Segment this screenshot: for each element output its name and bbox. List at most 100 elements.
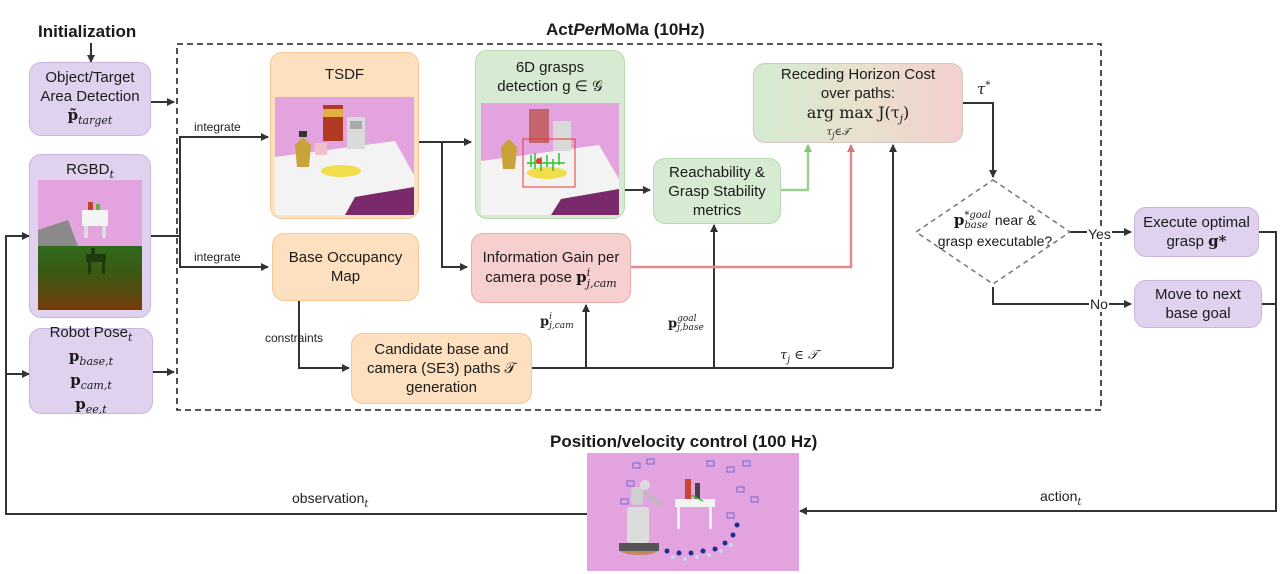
tau-star-sup: * bbox=[985, 80, 991, 91]
info-gain-line1: Information Gain per bbox=[482, 248, 620, 266]
control-sim-image bbox=[587, 453, 799, 571]
cost-formula: arg max J(τj) bbox=[807, 103, 910, 128]
p-base-sub: j,base bbox=[677, 323, 704, 333]
edge-rgbd-to-tsdf bbox=[150, 133, 269, 237]
title-pre: Act bbox=[546, 20, 574, 39]
move-box: Move to next base goal bbox=[1134, 280, 1262, 328]
info-gain-sub: j,cam bbox=[586, 276, 617, 290]
execute-line2-wrap: grasp g* bbox=[1166, 232, 1226, 251]
candidate-line1: Candidate base and bbox=[374, 341, 509, 358]
decision-line2: grasp executable? bbox=[937, 233, 1053, 250]
candidate-line2: camera (SE3) paths 𝒯 bbox=[366, 360, 517, 377]
initialization-title: Initialization bbox=[38, 22, 137, 41]
robot-pose-sub: t bbox=[127, 331, 133, 344]
rgbd-text: RGBD bbox=[66, 161, 110, 178]
cost-box: Receding Horizon Cost over paths: arg ma… bbox=[753, 63, 963, 143]
reach-line3: metrics bbox=[692, 201, 742, 219]
p-cam-sup: i bbox=[549, 312, 552, 322]
decision-sup: *goal bbox=[964, 210, 991, 222]
rgb-image bbox=[38, 180, 142, 246]
grasps-image bbox=[481, 103, 619, 215]
yes-label: Yes bbox=[1087, 226, 1112, 242]
edge-decision-no bbox=[992, 287, 1132, 308]
depth-image bbox=[38, 246, 142, 310]
pose-cam-sub: cam,t bbox=[80, 379, 112, 392]
robot-pose-label: Robot Poset bbox=[50, 323, 133, 347]
execute-line1: Execute optimal bbox=[1143, 214, 1250, 231]
title-italic: Per bbox=[573, 20, 601, 39]
rgbd-label: RGBDt bbox=[66, 160, 114, 184]
p-base-math: p bbox=[668, 316, 678, 332]
control-title: Position/velocity control (100 Hz) bbox=[550, 432, 818, 451]
constraints-label: constraints bbox=[265, 331, 324, 345]
tau-star-tau: τ bbox=[977, 80, 986, 98]
cost-math-end: ) bbox=[903, 102, 910, 122]
p-base-sup: goal bbox=[677, 314, 697, 324]
detection-box: Object/Target Area Detection p̃target bbox=[29, 62, 151, 136]
detection-formula: p̃target bbox=[68, 106, 113, 130]
tsdf-box: TSDF bbox=[270, 52, 419, 219]
observation-text: observation bbox=[292, 490, 365, 506]
depth-scene bbox=[86, 248, 106, 274]
detection-math: p̃ bbox=[67, 106, 79, 124]
rgb-scene bbox=[38, 202, 108, 246]
decision-math: p bbox=[953, 211, 965, 229]
edge-tsdf-to-infogain bbox=[418, 141, 468, 271]
grasps-line2: detection g ∈ 𝒢 bbox=[497, 78, 603, 95]
robot-pose-text: Robot Pose bbox=[49, 324, 128, 341]
execute-math: g* bbox=[1208, 232, 1227, 250]
execute-line2: grasp bbox=[1166, 233, 1204, 250]
tau-path-label: τj ∈ 𝒯 bbox=[780, 348, 818, 366]
candidate-line3: generation bbox=[406, 379, 477, 396]
edge-occupancy-to-candidate bbox=[298, 300, 350, 372]
reachability-box: Reachability & Grasp Stability metrics bbox=[653, 158, 781, 224]
candidate-box: Candidate base and camera (SE3) paths 𝒯 … bbox=[351, 333, 532, 404]
p-cam-sub: j,cam bbox=[549, 321, 574, 331]
rgbd-sub: t bbox=[109, 168, 114, 181]
pose-base: pbase,t bbox=[69, 347, 113, 371]
pose-ee: pee,t bbox=[75, 395, 106, 419]
info-gain-sup: i bbox=[586, 265, 591, 279]
move-line1: Move to next bbox=[1155, 286, 1241, 303]
rgbd-box: RGBDt bbox=[29, 154, 151, 318]
info-gain-line2: camera pose bbox=[485, 268, 572, 286]
edge-infogain-to-cost bbox=[631, 144, 855, 269]
edge-execute-to-action bbox=[799, 231, 1277, 515]
pose-ee-sub: ee,t bbox=[85, 403, 107, 416]
cost-under-tau: τ bbox=[826, 127, 832, 139]
integrate-label-top: integrate bbox=[194, 120, 241, 134]
detection-line1: Object/Target bbox=[45, 69, 135, 86]
cost-math-sub: j bbox=[899, 112, 903, 126]
tsdf-label: TSDF bbox=[324, 66, 365, 83]
pose-cam: pcam,t bbox=[70, 371, 112, 395]
observation-sub: t bbox=[364, 498, 369, 510]
occupancy-line1: Base Occupancy bbox=[288, 249, 403, 266]
reach-line1: Reachability & bbox=[669, 163, 765, 181]
pose-cam-math: p bbox=[70, 371, 81, 389]
tau-path-tau: τ bbox=[780, 348, 788, 363]
occupancy-line2: Map bbox=[330, 268, 361, 285]
pose-base-math: p bbox=[68, 347, 80, 365]
robot-pose-box: Robot Poset pbase,t pcam,t pee,t bbox=[29, 324, 153, 416]
grasps-scene bbox=[481, 109, 619, 215]
integrate-label-bottom: integrate bbox=[194, 250, 241, 264]
tau-star-label: τ* bbox=[977, 80, 990, 98]
execute-box: Execute optimal grasp g* bbox=[1134, 207, 1259, 257]
decision-diamond bbox=[914, 179, 1072, 285]
edge-rgbd-to-occupancy bbox=[179, 236, 269, 271]
grasps-box: 6D grasps detection g ∈ 𝒢 bbox=[475, 50, 625, 219]
title-post: MoMa (10Hz) bbox=[600, 20, 705, 39]
detection-sub: target bbox=[78, 114, 113, 127]
action-label: actiont bbox=[1040, 488, 1081, 508]
actpermoma-title: ActPerMoMa (10Hz) bbox=[546, 20, 705, 40]
